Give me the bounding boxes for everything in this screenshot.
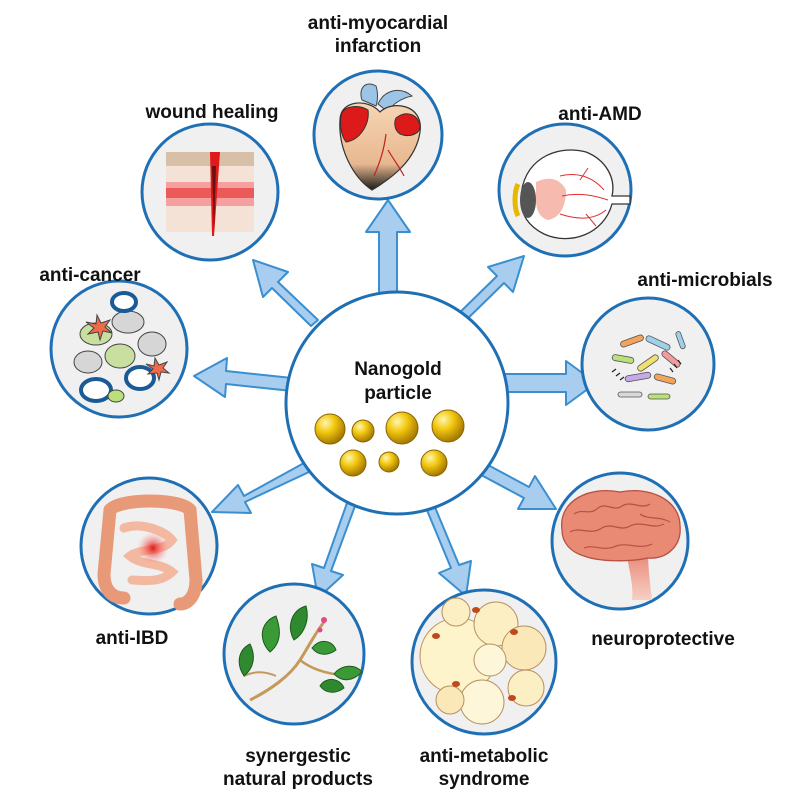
- label-wound-healing: wound healing: [145, 102, 279, 123]
- label-synergestic: synergestic natural products: [212, 745, 384, 791]
- eye-node: [497, 122, 633, 258]
- arrows: [193, 199, 597, 599]
- center-title-line1: Nanogold: [354, 359, 442, 380]
- arrow-down-right: [423, 499, 472, 597]
- label-anti-metabolic-line1: anti-metabolic: [419, 746, 549, 767]
- label-neuroprotective: neuroprotective: [591, 629, 735, 650]
- arrow-upper-left: [252, 259, 319, 327]
- label-anti-cancer: anti-cancer: [39, 265, 141, 286]
- cancer-cells-node: [49, 279, 189, 419]
- arrow-lower-left: [211, 462, 310, 514]
- label-anti-microbials: anti-microbials: [637, 270, 773, 291]
- eye-icon: [512, 149, 631, 240]
- plant-icon: [238, 605, 363, 702]
- label-anti-metabolic-line2: syndrome: [438, 769, 530, 790]
- intestine-icon: [97, 494, 203, 611]
- label-anti-myocardial-line1: anti-myocardial: [307, 13, 449, 34]
- fat-cells-node: [410, 588, 558, 736]
- fat-cells-icon: [419, 597, 547, 725]
- center-title: Nanogold particle: [300, 358, 496, 406]
- intestine-node: [79, 476, 219, 616]
- label-synergestic-line1: synergestic: [245, 746, 351, 767]
- label-synergestic-line2: natural products: [223, 769, 373, 790]
- arrow-left: [193, 357, 293, 398]
- label-anti-amd: anti-AMD: [558, 104, 642, 125]
- arrow-up: [365, 199, 411, 301]
- label-anti-myocardial: anti-myocardial infarction: [278, 12, 478, 58]
- wound-node: [140, 122, 280, 262]
- brain-icon: [561, 490, 681, 600]
- bacteria-icon: [611, 331, 686, 400]
- cancer-cells-icon: [73, 291, 171, 403]
- heart-icon: [339, 83, 421, 191]
- brain-node: [550, 471, 690, 611]
- label-anti-metabolic: anti-metabolic syndrome: [404, 745, 564, 791]
- heart-node: [312, 69, 444, 201]
- arrow-down-left: [311, 502, 356, 599]
- label-anti-myocardial-line2: infarction: [334, 36, 422, 57]
- bacteria-node: [580, 296, 716, 432]
- label-anti-ibd: anti-IBD: [95, 628, 169, 649]
- wound-icon: [166, 152, 254, 236]
- plant-node: [222, 582, 366, 726]
- center-title-line2: particle: [364, 383, 432, 404]
- gold-particles: [314, 409, 465, 477]
